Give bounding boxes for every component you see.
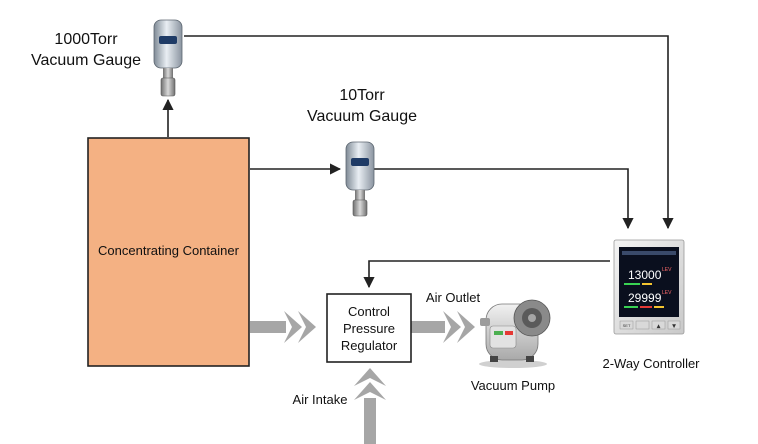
regulator-label-line1: Control: [348, 304, 390, 319]
line-controller-to-regulator: [363, 260, 610, 289]
controller-unit-1: LEV: [662, 267, 672, 273]
concentrating-container: Concentrating Container: [87, 137, 250, 367]
two-way-controller: 13000 LEV 29999 LEV SET ▲ ▼ 2-Way Contro…: [602, 239, 700, 371]
air-intake-label: Air Intake: [293, 392, 348, 407]
gauge-1000-label-line1: 1000Torr: [54, 31, 118, 48]
signal-lines: [162, 35, 674, 289]
flow-arrow-regulator-to-pump: [411, 311, 475, 343]
controller-value-1: 13000: [628, 268, 662, 282]
flow-arrows: [250, 311, 475, 444]
vacuum-pump-label: Vacuum Pump: [471, 378, 555, 393]
line-10-gauge-to-controller: [374, 168, 634, 230]
controller-unit-2: LEV: [662, 290, 672, 296]
controller-buttons: SET ▲ ▼: [619, 320, 681, 330]
gauge-1000-label-line2: Vacuum Gauge: [31, 52, 141, 69]
controller-button-down: ▼: [672, 324, 676, 330]
gauge-10-label-line1: 10Torr: [339, 87, 385, 104]
line-1000-gauge-to-controller: [184, 35, 674, 230]
controller-value-2: 29999: [628, 291, 662, 305]
gauge-10-label-line2: Vacuum Gauge: [307, 108, 417, 125]
controller-label: 2-Way Controller: [602, 356, 700, 371]
vacuum-gauge-1000: 1000Torr Vacuum Gauge: [31, 19, 183, 97]
vacuum-gauge-10: 10Torr Vacuum Gauge: [307, 87, 417, 217]
flow-arrow-container-to-regulator: [250, 311, 316, 343]
flow-arrow-air-intake: [354, 368, 386, 444]
vacuum-pump-icon: Vacuum Pump: [471, 299, 555, 393]
controller-button-up: ▲: [657, 324, 661, 330]
air-outlet-label: Air Outlet: [426, 290, 481, 305]
regulator-label-line3: Regulator: [341, 338, 398, 353]
control-pressure-regulator: Control Pressure Regulator: [326, 293, 412, 363]
regulator-label-line2: Pressure: [343, 321, 395, 336]
container-label: Concentrating Container: [98, 243, 240, 258]
controller-button-set: SET: [623, 323, 631, 328]
